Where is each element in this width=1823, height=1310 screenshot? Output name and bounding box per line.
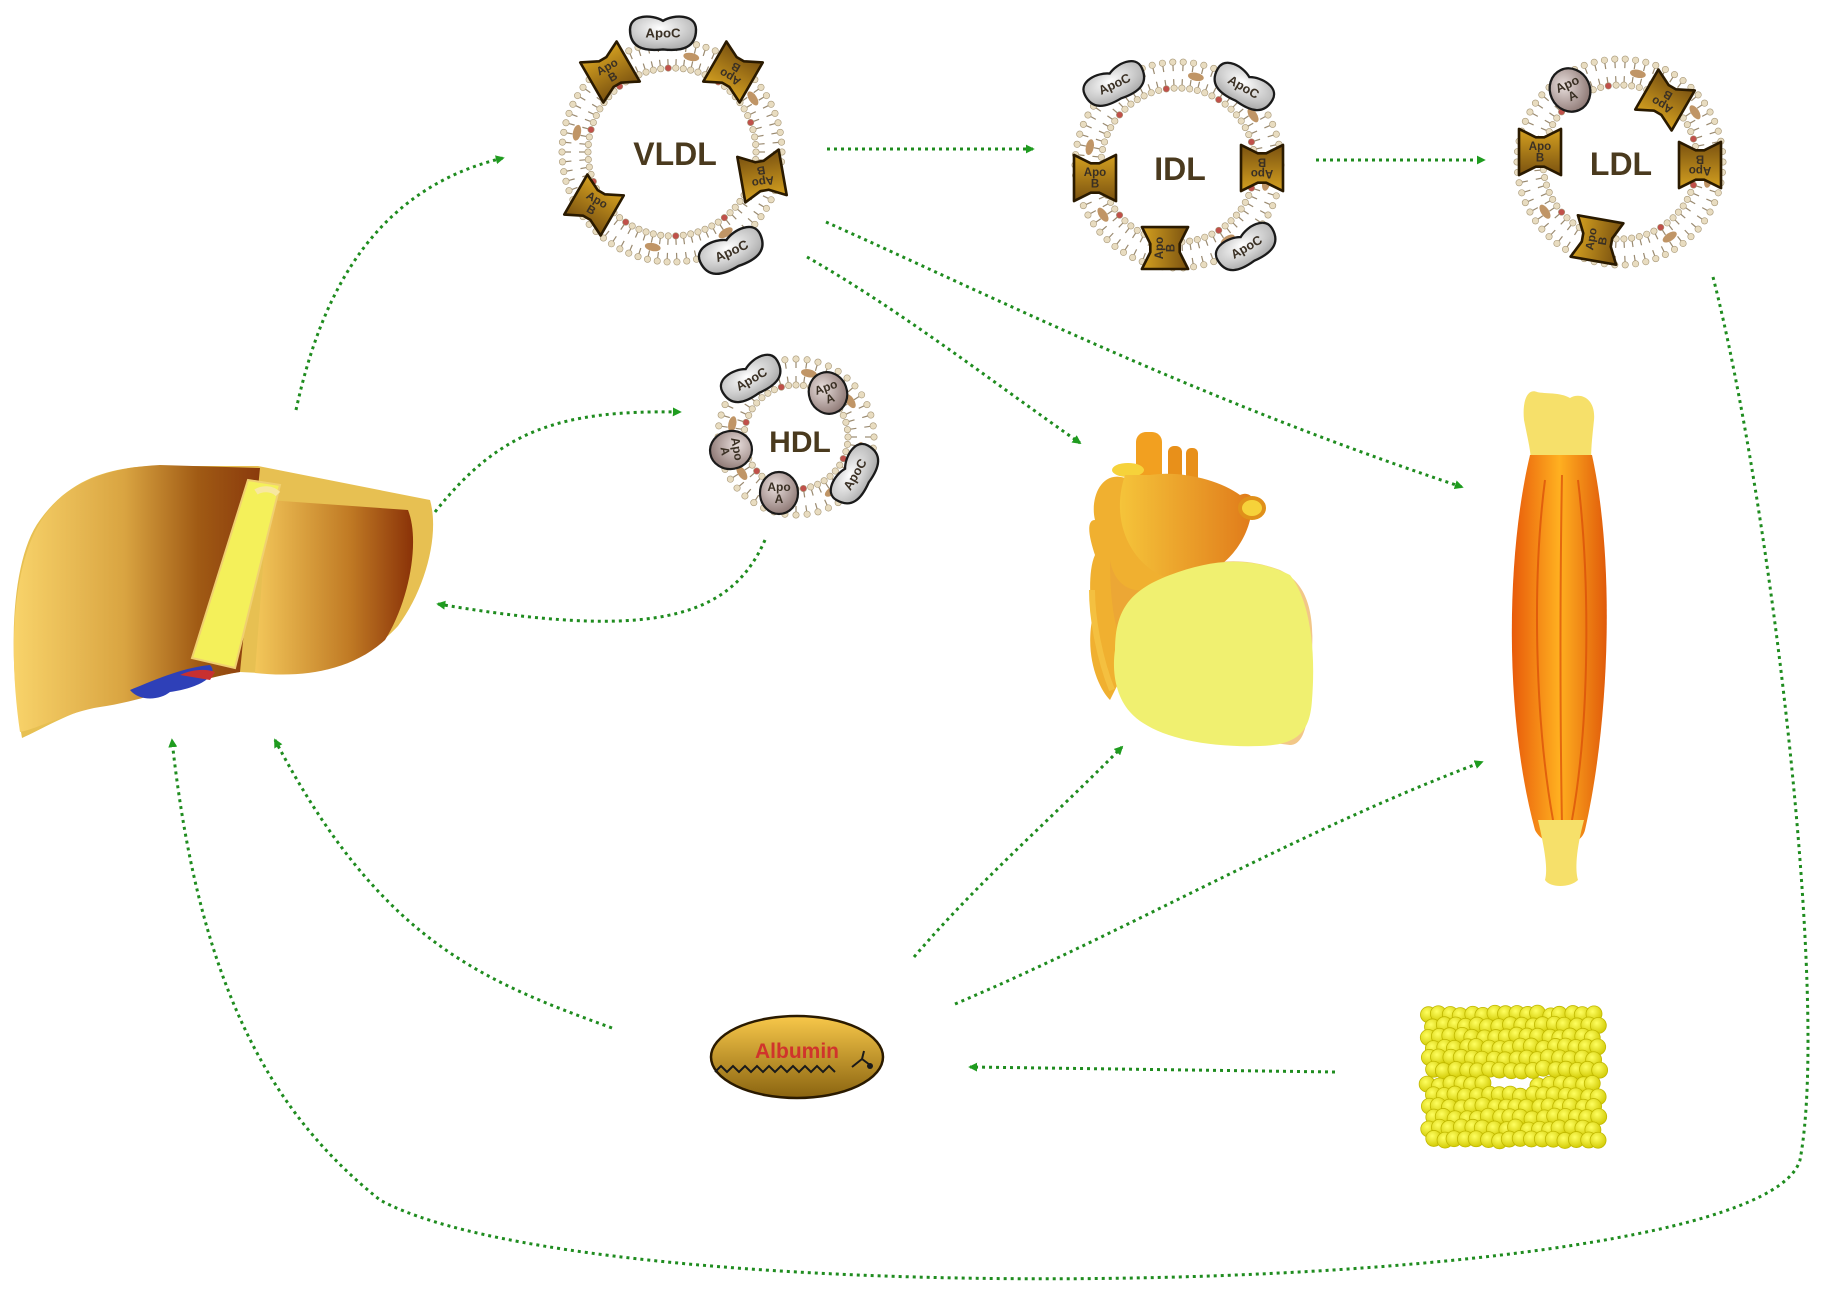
apoc-protein: ApoC <box>1214 221 1277 272</box>
svg-text:ApoA: ApoA <box>716 436 746 463</box>
apoc-protein: ApoC <box>719 353 782 404</box>
apob-protein: ApoB <box>1633 68 1697 132</box>
adipose-tissue-icon <box>1418 1004 1609 1150</box>
svg-text:ApoB: ApoB <box>1084 167 1106 191</box>
apob-protein: ApoB <box>735 148 789 204</box>
muscle-icon <box>1511 391 1607 886</box>
albumin-icon: Albumin <box>709 1014 885 1100</box>
apoc-protein: ApoC <box>697 225 764 276</box>
albumin-label: Albumin <box>755 1040 839 1063</box>
hdl-label: HDL <box>769 426 831 459</box>
apob-protein: ApoB <box>1569 213 1625 267</box>
apob-protein: ApoB <box>578 40 642 104</box>
svg-text:ApoC: ApoC <box>645 25 681 40</box>
apoc-protein: ApoC <box>829 442 880 505</box>
svg-text:ApoB: ApoB <box>1689 153 1711 177</box>
apob-protein: ApoB <box>1140 225 1190 271</box>
arrow-vldl-to-muscle <box>825 220 1464 490</box>
arrow-adipose-to-albumin <box>968 1062 1336 1074</box>
svg-text:ApoA: ApoA <box>767 480 790 506</box>
arrow-albumin-to-liver <box>273 738 613 1030</box>
arrows-group <box>168 144 1810 1281</box>
svg-text:ApoB: ApoB <box>1154 237 1178 259</box>
apob-protein: ApoB <box>701 40 765 104</box>
apoc-protein: ApoC <box>1213 61 1276 112</box>
ldl-label: LDL <box>1590 146 1652 182</box>
arrow-vldl-to-heart <box>806 255 1082 445</box>
svg-text:ApoB: ApoB <box>1529 141 1551 165</box>
apob-protein: ApoB <box>1677 140 1723 190</box>
heart-icon <box>1089 432 1314 747</box>
arrow-albumin-to-muscle <box>954 760 1484 1006</box>
apob-protein: ApoB <box>562 173 626 237</box>
arrow-albumin-to-heart <box>912 745 1124 958</box>
apoc-protein: ApoC <box>1082 60 1146 107</box>
apoa-protein: ApoA <box>807 371 849 415</box>
apoc-protein: ApoC <box>628 15 698 52</box>
apoa-protein: ApoA <box>1548 67 1592 113</box>
arrow-hdl-to-liver <box>436 539 767 623</box>
idl-label: IDL <box>1154 151 1206 187</box>
svg-text:ApoB: ApoB <box>749 162 775 189</box>
apob-protein: ApoB <box>1239 143 1285 193</box>
svg-text:ApoB: ApoB <box>1251 156 1273 180</box>
svg-text:ApoB: ApoB <box>1584 227 1611 253</box>
apoa-protein: ApoA <box>708 429 754 471</box>
arrow-ldl-to-liver <box>168 276 1810 1281</box>
liver-icon <box>13 465 434 738</box>
arrow-liver-to-vldl <box>294 155 505 411</box>
arrow-liver-to-hdl <box>433 407 682 513</box>
vldl-label: VLDL <box>633 136 717 172</box>
